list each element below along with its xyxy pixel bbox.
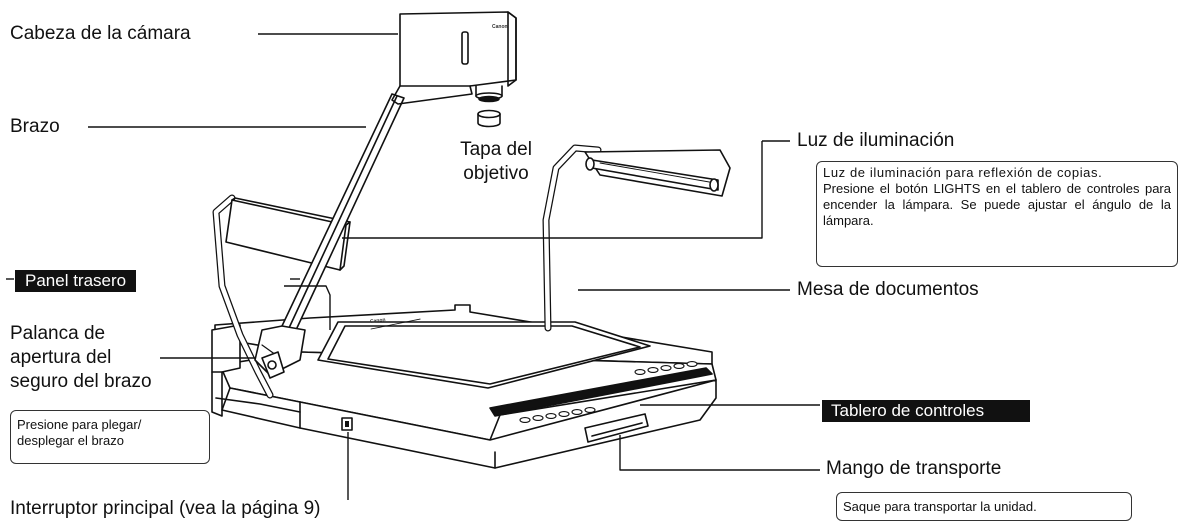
label-main-switch: Interruptor principal (vea la página 9) xyxy=(10,498,321,519)
control-buttons xyxy=(519,361,698,423)
label-arm-lock-line3: seguro del brazo xyxy=(10,371,152,392)
label-carry-handle: Mango de transporte xyxy=(826,458,1002,479)
leader-lines xyxy=(6,33,820,500)
label-lens-cap-line2: objetivo xyxy=(463,163,529,184)
camera-brand-mark: Canon xyxy=(492,24,508,30)
note-arm-lock: Presione para plegar/ desplegar el brazo xyxy=(10,410,210,464)
base-unit: Canon xyxy=(211,304,717,469)
right-lamp-assembly xyxy=(542,144,731,332)
carry-handle-shape xyxy=(584,413,649,443)
note-carry-handle: Saque para transportar la unidad. xyxy=(836,492,1132,521)
label-camera-head: Cabeza de la cámara xyxy=(10,23,191,44)
note-arm-lock-line1: Presione para plegar/ xyxy=(17,417,142,432)
label-rear-panel: Panel trasero xyxy=(15,270,137,292)
label-control-panel: Tablero de controles xyxy=(822,400,1030,422)
label-arm: Brazo xyxy=(10,116,60,137)
note-arm-lock-line2: desplegar el brazo xyxy=(17,433,124,448)
note-illumination-light: Luz de iluminación para reflexión de cop… xyxy=(816,161,1178,267)
label-lens-cap: Tapa del objetivo xyxy=(440,138,552,186)
note-illumination-line2: Presione el botón LIGHTS en el tablero d… xyxy=(823,181,1171,228)
arm-lock-lever-shape xyxy=(261,351,285,379)
label-arm-lock-line1: Palanca de xyxy=(10,323,106,344)
label-document-table: Mesa de documentos xyxy=(797,279,979,300)
camera-head-shape: Canon xyxy=(391,11,517,105)
note-illumination-line1: Luz de iluminación para reflexión de cop… xyxy=(823,165,1103,180)
label-arm-lock-lever: Palanca de apertura del seguro del brazo xyxy=(10,322,152,394)
base-brand-mark: Canon xyxy=(370,317,386,325)
label-arm-lock-line2: apertura del xyxy=(10,347,112,368)
label-lens-cap-line1: Tapa del xyxy=(460,139,532,160)
lens-cap-shape xyxy=(477,109,501,128)
label-illumination-light: Luz de iluminación xyxy=(797,130,955,151)
camera-arm-shape xyxy=(254,93,405,376)
